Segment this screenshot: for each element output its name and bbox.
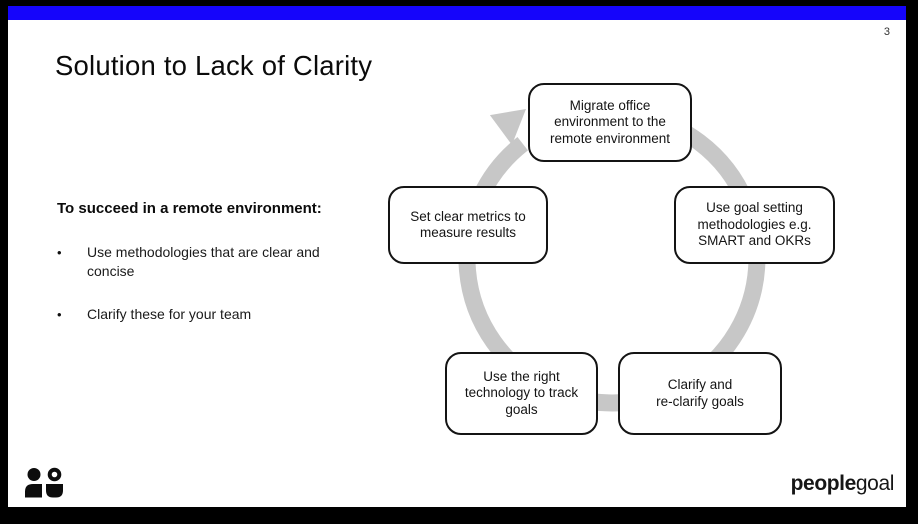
bullet-icon: • [57, 307, 62, 322]
page-number: 3 [883, 26, 890, 38]
people-group-icon [25, 467, 63, 498]
cycle-step-clarify-goals: Clarify and re-clarify goals [618, 352, 782, 435]
cycle-step-goal-methodologies: Use goal setting methodologies e.g. SMAR… [674, 186, 835, 264]
list-item: • Use methodologies that are clear and c… [57, 243, 377, 281]
cycle-step-right-technology: Use the right technology to track goals [445, 352, 598, 435]
bullet-list: • Use methodologies that are clear and c… [57, 243, 377, 324]
left-text-panel: To succeed in a remote environment: • Us… [57, 200, 377, 348]
bullet-text: Use methodologies that are clear and con… [87, 244, 320, 279]
cycle-step-clear-metrics: Set clear metrics to measure results [388, 186, 548, 264]
logo-text-people: people [790, 472, 857, 495]
page-title: Solution to Lack of Clarity [55, 50, 373, 81]
cycle-step-migrate-office: Migrate office environment to the remote… [528, 83, 692, 162]
accent-bar [8, 6, 906, 20]
logo-text-goal: goal [855, 472, 895, 495]
bullet-text: Clarify these for your team [87, 306, 252, 322]
bullet-icon: • [57, 245, 62, 260]
peoplegoal-logo: peoplegoal [790, 472, 895, 496]
left-panel-heading: To succeed in a remote environment: [57, 200, 322, 217]
slide-canvas: 3 Solution to Lack of Clarity To succeed… [8, 6, 906, 507]
list-item: • Clarify these for your team [57, 305, 377, 324]
